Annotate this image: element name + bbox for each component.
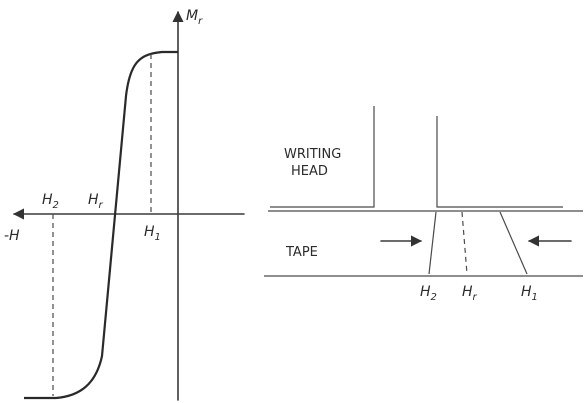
hr-contour — [461, 211, 468, 275]
writing-head-label-1: WRITING — [284, 147, 341, 162]
head-pole-left — [270, 106, 375, 208]
tape-hr-label: Hr — [462, 284, 478, 303]
tape-h2-label: H2 — [420, 284, 437, 303]
tape-h1-label: H1 — [521, 284, 538, 303]
y-axis-label: Mr — [186, 8, 203, 27]
magnetization-curve — [24, 50, 178, 400]
hysteresis-plot: Mr -H H2 Hr H1 — [4, 8, 245, 401]
tape-diagram: WRITING HEAD TAPE H2 Hr H1 — [264, 106, 583, 303]
x-axis-label: -H — [4, 228, 20, 244]
head-pole-right — [436, 116, 563, 208]
h1-contour — [499, 211, 528, 275]
hr-label: Hr — [88, 192, 104, 211]
h1-label: H1 — [144, 224, 161, 243]
h2-label: H2 — [42, 192, 59, 211]
tape-label: TAPE — [285, 245, 318, 260]
writing-head-label-2: HEAD — [291, 164, 328, 179]
h2-contour — [428, 211, 437, 275]
